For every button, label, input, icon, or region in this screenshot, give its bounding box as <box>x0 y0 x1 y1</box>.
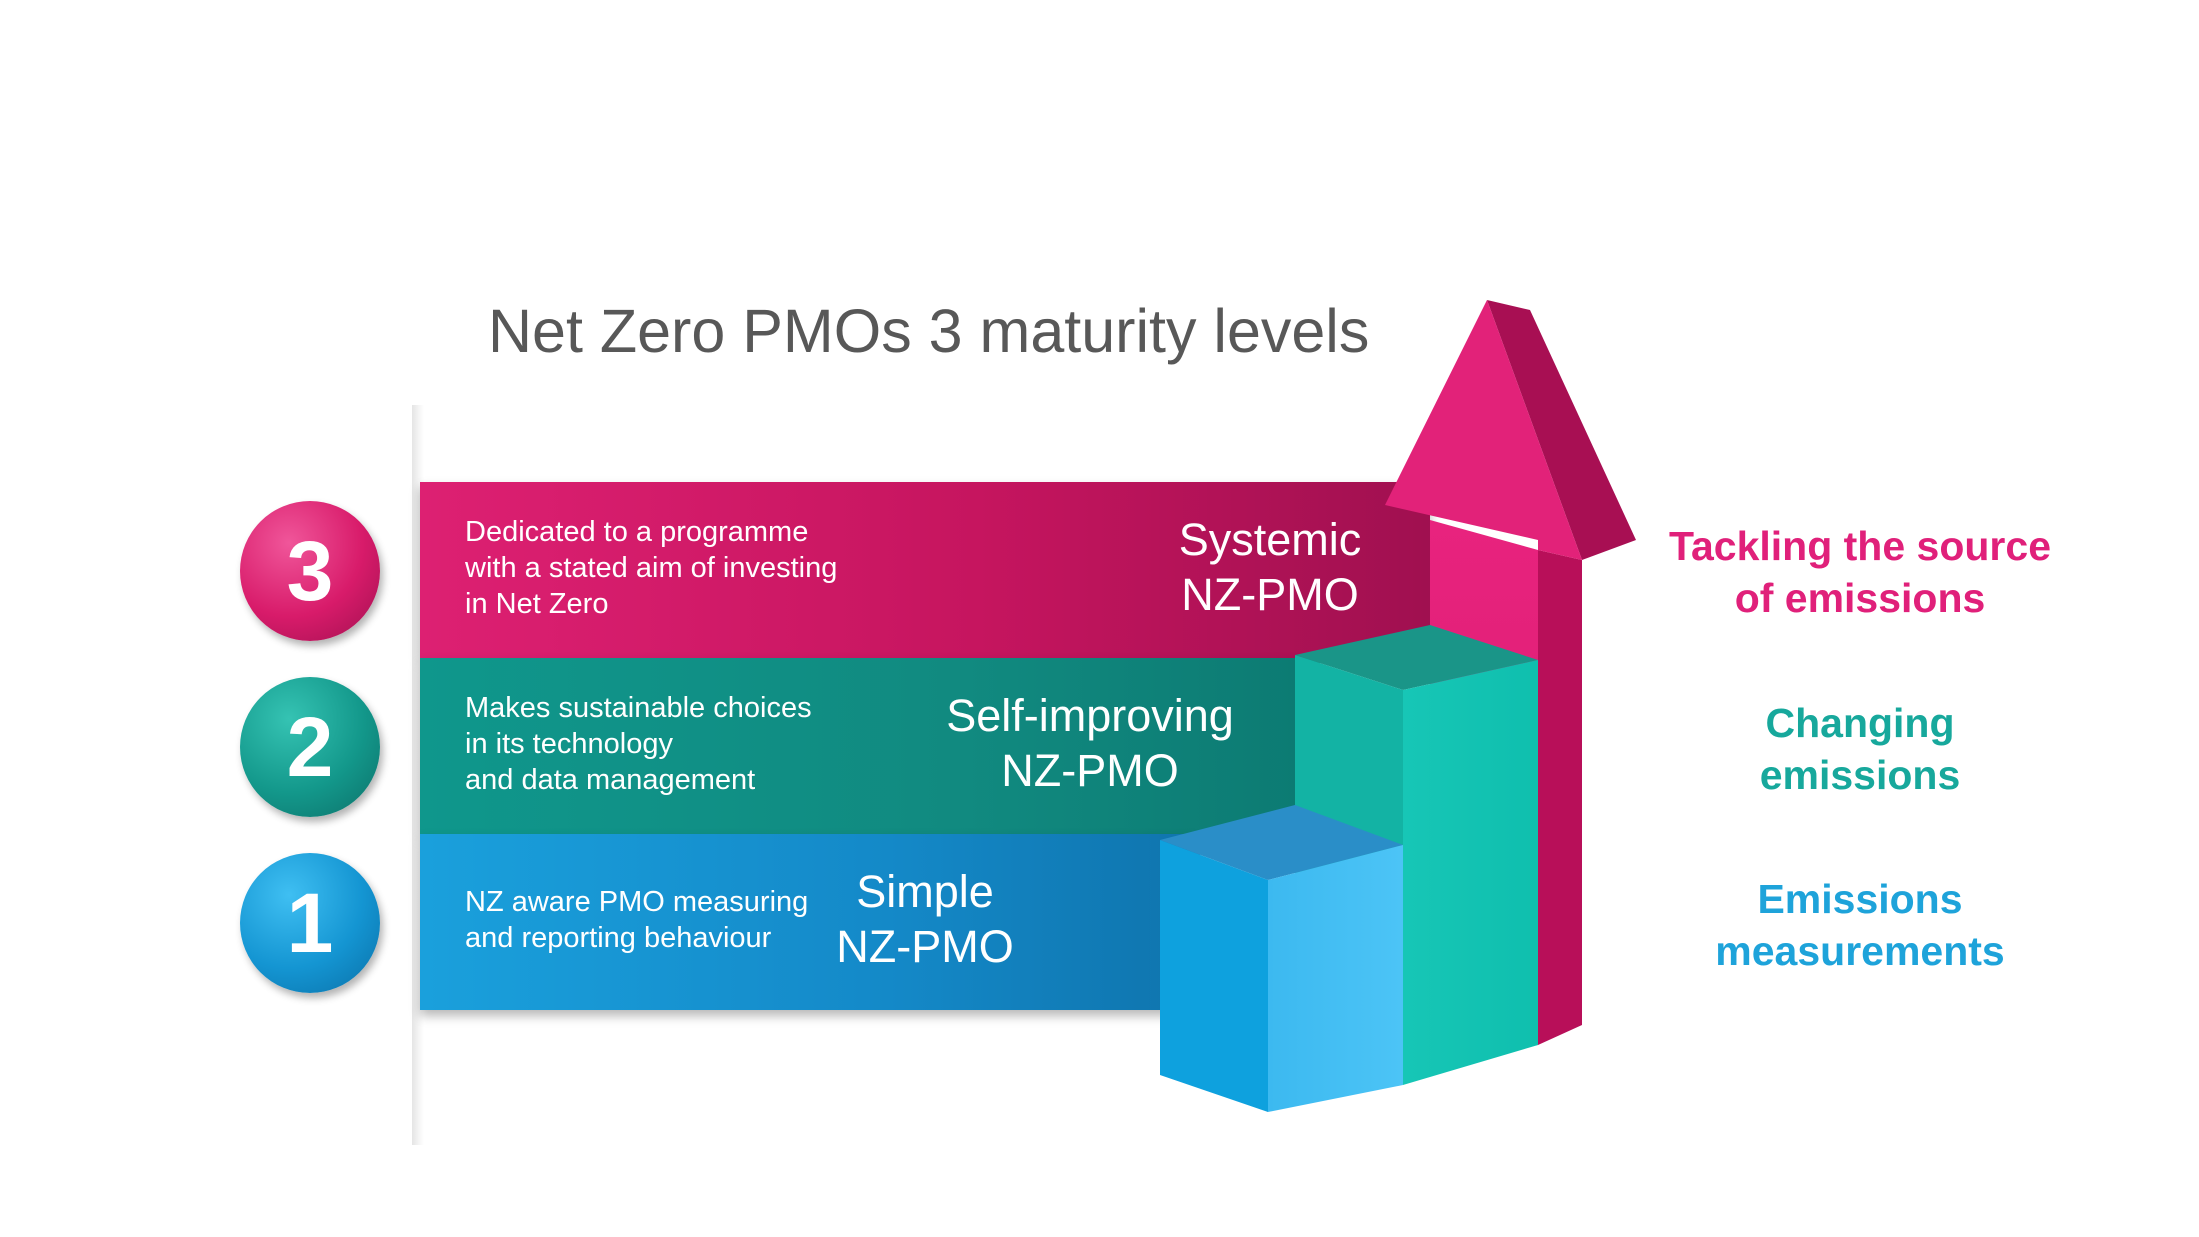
level-1-name-line: NZ-PMO <box>836 921 1014 972</box>
level-1-description: NZ aware PMO measuring and reporting beh… <box>465 884 808 956</box>
level-1-name-line: Simple <box>856 866 994 917</box>
level-3-side-label-line: of emissions <box>1734 575 1986 621</box>
level-1-description-line: and reporting behaviour <box>465 922 772 954</box>
level-3-name-line: Systemic <box>1178 514 1362 565</box>
level-2-number-circle: 2 <box>240 677 380 817</box>
level-2-name-line: NZ-PMO <box>1001 745 1179 796</box>
level-2-description-line: Makes sustainable choices <box>465 692 812 724</box>
level-2-description: Makes sustainable choices in its technol… <box>465 690 812 798</box>
level-3-name-line: NZ-PMO <box>1181 569 1359 620</box>
level-3-band: Dedicated to a programme with a stated a… <box>420 482 1430 658</box>
level-2-name-line: Self-improving <box>946 690 1234 741</box>
blue-block <box>1160 805 1403 1112</box>
level-2-band: Makes sustainable choices in its technol… <box>420 658 1320 834</box>
level-1-side-label: Emissions measurements <box>1640 873 2080 977</box>
level-2-description-line: in its technology <box>465 728 673 760</box>
level-2-side-label-line: Changing <box>1765 700 1955 746</box>
level-1-description-line: NZ aware PMO measuring <box>465 886 809 918</box>
diagram-title: Net Zero PMOs 3 maturity levels <box>488 297 1370 365</box>
level-1-side-label-line: Emissions <box>1757 876 1963 922</box>
level-2-side-label: Changing emissions <box>1640 697 2080 801</box>
level-3-number-circle: 3 <box>240 501 380 641</box>
level-1-name: Simple NZ-PMO <box>825 864 1025 974</box>
level-2-name: Self-improving NZ-PMO <box>925 688 1255 798</box>
level-3-description-line: in Net Zero <box>465 588 609 620</box>
level-2-side-label-line: emissions <box>1759 752 1961 798</box>
level-3-side-label: Tackling the source of emissions <box>1640 520 2080 624</box>
level-3-side-label-line: Tackling the source <box>1668 523 2051 569</box>
level-3-description-line: with a stated aim of investing <box>465 552 838 584</box>
level-3-name: Systemic NZ-PMO <box>1120 512 1420 622</box>
level-1-band: NZ aware PMO measuring and reporting beh… <box>420 834 1200 1010</box>
level-2-description-line: and data management <box>465 764 756 796</box>
level-1-number-circle: 1 <box>240 853 380 993</box>
level-3-description-line: Dedicated to a programme <box>465 516 809 548</box>
level-3-description: Dedicated to a programme with a stated a… <box>465 514 837 622</box>
level-1-side-label-line: measurements <box>1715 928 2005 974</box>
